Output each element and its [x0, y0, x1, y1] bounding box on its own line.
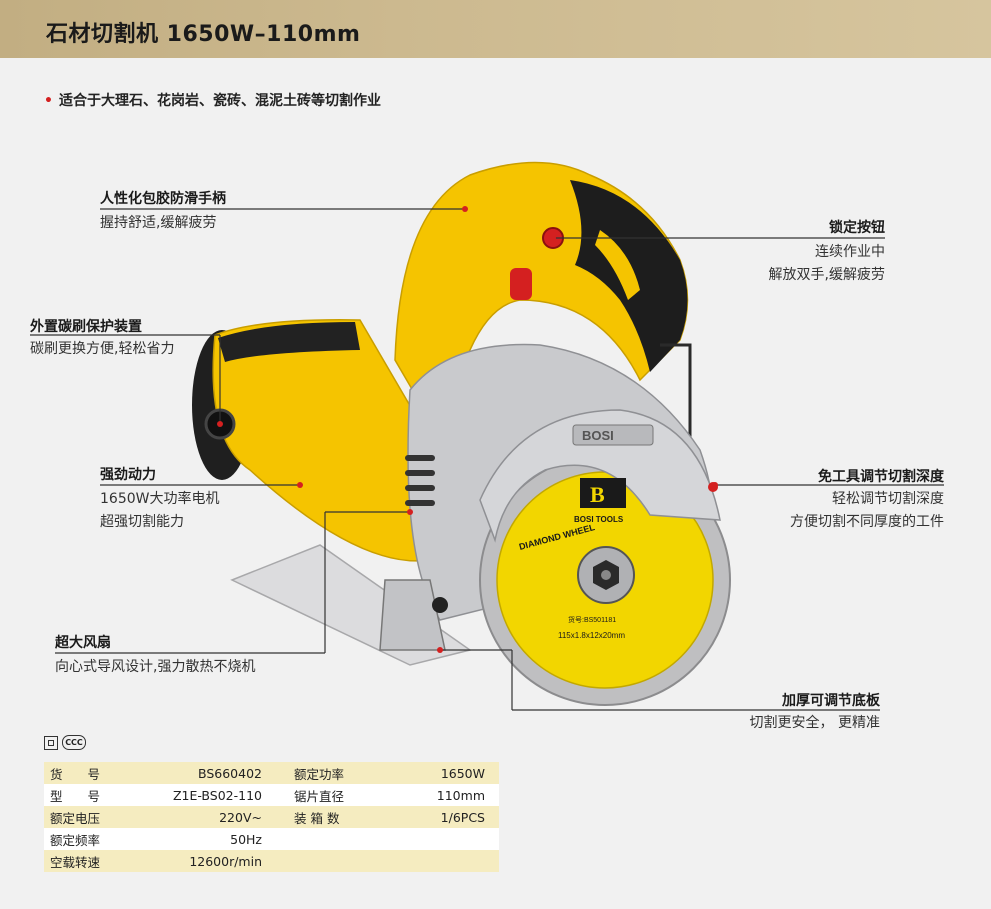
blade-guard — [407, 343, 714, 621]
spec-key: 额定频率 — [44, 828, 136, 850]
spec-value: 110mm — [390, 784, 499, 806]
table-row: 额定频率 50Hz — [44, 828, 499, 850]
brand-mark: BOSI — [582, 428, 614, 443]
blade-wheel-text: DIAMOND WHEEL — [518, 522, 596, 552]
feature-power: 强劲动力 1650W大功率电机 超强切割能力 — [100, 464, 219, 534]
spec-key: 空载转速 — [44, 850, 136, 872]
table-row: 额定电压 220V~ 装 箱 数 1/6PCS — [44, 806, 499, 828]
depth-knob-icon — [708, 482, 718, 492]
feature-title: 加厚可调节底板 — [782, 693, 880, 709]
spec-key: 货 号 — [44, 762, 136, 784]
feature-fan: 超大风扇 向心式导风设计,强力散热不烧机 — [55, 632, 255, 679]
feature-lock-button: 锁定按钮 连续作业中 解放双手,缓解疲劳 — [769, 217, 885, 287]
ccc-mark-icon: CCC — [62, 735, 86, 750]
feature-desc: 连续作业中 — [815, 244, 885, 260]
spec-key: 装 箱 数 — [282, 806, 390, 828]
spec-table: 货 号 BS660402 额定功率 1650W 型 号 Z1E-BS02-110… — [44, 762, 499, 872]
feature-desc: 解放双手,缓解疲劳 — [768, 267, 885, 283]
feature-desc: 握持舒适,缓解疲劳 — [100, 215, 217, 231]
blade-spec-text: 115x1.8x12x20mm — [558, 631, 625, 640]
certification-marks: CCC — [44, 735, 86, 750]
trigger — [510, 268, 532, 300]
feature-title: 锁定按钮 — [829, 220, 885, 236]
spec-value: 220V~ — [136, 806, 282, 828]
intro-text: 适合于大理石、花岗岩、瓷砖、混泥土砖等切割作业 — [58, 93, 381, 109]
feature-title: 超大风扇 — [55, 635, 111, 651]
feature-desc: 向心式导风设计,强力散热不烧机 — [55, 659, 256, 675]
spec-key: 锯片直径 — [282, 784, 390, 806]
feature-depth-adjust: 免工具调节切割深度 轻松调节切割深度 方便切割不同厚度的工件 — [790, 466, 944, 534]
feature-title: 外置碳刷保护装置 — [30, 319, 142, 335]
intro-bullet: • 适合于大理石、花岗岩、瓷砖、混泥土砖等切割作业 — [44, 90, 381, 110]
feature-handle: 人性化包胶防滑手柄 握持舒适,缓解疲劳 — [100, 188, 226, 235]
spec-value: 1/6PCS — [390, 806, 499, 828]
feature-base-plate: 加厚可调节底板 切割更安全， 更精准 — [750, 690, 880, 735]
table-row: 空载转速 12600r/min — [44, 850, 499, 872]
spec-value — [390, 828, 499, 850]
blade-model-text: 货号:BS501181 — [568, 615, 616, 624]
header-bar: 石材切割机 1650W–110mm — [0, 0, 991, 58]
motor-end-cap — [192, 330, 252, 480]
table-row: 货 号 BS660402 额定功率 1650W — [44, 762, 499, 784]
spec-value — [390, 850, 499, 872]
motor-housing — [212, 319, 431, 562]
spec-value: Z1E-BS02-110 — [136, 784, 282, 806]
base-plate — [230, 544, 472, 666]
handle — [394, 161, 689, 422]
double-insulation-icon — [44, 735, 58, 750]
fan-vents-icon — [405, 455, 435, 506]
feature-desc: 方便切割不同厚度的工件 — [790, 514, 944, 530]
spec-key: 额定功率 — [282, 762, 390, 784]
feature-brush-guard: 外置碳刷保护装置 碳刷更换方便,轻松省力 — [30, 316, 174, 361]
blade-arbor-nut — [577, 546, 635, 604]
lock-button-icon — [542, 227, 564, 249]
spec-key — [282, 828, 390, 850]
spec-value: 12600r/min — [136, 850, 282, 872]
blade-brand-text: BOSI TOOLS — [574, 515, 624, 524]
table-row: 型 号 Z1E-BS02-110 锯片直径 110mm — [44, 784, 499, 806]
feature-desc: 轻松调节切割深度 — [832, 491, 944, 507]
spec-key: 额定电压 — [44, 806, 136, 828]
svg-text:B: B — [590, 482, 605, 507]
spec-value: BS660402 — [136, 762, 282, 784]
page-title: 石材切割机 1650W–110mm — [46, 22, 361, 47]
feature-title: 免工具调节切割深度 — [818, 469, 944, 485]
spec-key — [282, 850, 390, 872]
brush-cap-icon — [204, 408, 236, 440]
feature-desc: 切割更安全， 更精准 — [749, 715, 880, 731]
spec-value: 1650W — [390, 762, 499, 784]
bullet-dot-icon: • — [44, 93, 53, 109]
feature-desc: 1650W大功率电机 — [100, 491, 220, 507]
spec-key: 型 号 — [44, 784, 136, 806]
diamond-blade — [479, 454, 731, 706]
feature-title: 人性化包胶防滑手柄 — [100, 191, 226, 207]
feature-desc: 超强切割能力 — [100, 514, 184, 530]
feature-desc: 碳刷更换方便,轻松省力 — [30, 341, 175, 357]
spec-value: 50Hz — [136, 828, 282, 850]
feature-title: 强劲动力 — [100, 467, 156, 483]
